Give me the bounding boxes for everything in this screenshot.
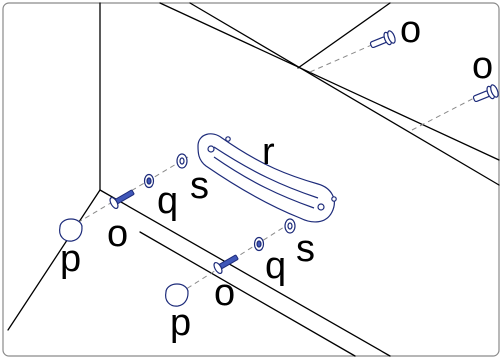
cap-icon — [165, 283, 189, 307]
bottom-panel-front-edge — [7, 189, 101, 331]
label-p-bottom: p — [170, 302, 191, 344]
label-o-left: o — [107, 213, 128, 255]
label-s-bottom: s — [296, 228, 315, 270]
label-o-bottom: o — [214, 272, 235, 314]
bracket-pin-icon — [331, 196, 337, 202]
top-panel-edge-lower — [189, 2, 500, 186]
cap-icon — [59, 218, 83, 242]
bracket-hole-icon — [207, 145, 215, 153]
bottom-panel-edge-lower — [139, 231, 356, 357]
label-q-bottom: q — [265, 245, 286, 287]
lock-washer-icon — [253, 236, 265, 252]
label-r: r — [262, 131, 275, 173]
label-o-right: o — [472, 45, 493, 87]
label-p-left: p — [60, 238, 81, 280]
label-s-left: s — [190, 165, 209, 207]
washer-icon — [284, 218, 296, 234]
shelf-back-edge — [297, 2, 391, 69]
bracket-hole-icon — [317, 203, 325, 211]
guide-line-right — [411, 94, 481, 131]
label-q-left: q — [157, 180, 178, 222]
furniture-edges — [7, 2, 500, 357]
screw-icon — [109, 189, 135, 210]
diagram-frame — [2, 2, 500, 357]
washer-icon — [176, 153, 188, 169]
screw-icon — [213, 254, 239, 275]
guide-line-bottom — [171, 221, 293, 299]
bottom-panel-edge-upper — [99, 189, 391, 357]
top-panel-edge-upper — [159, 2, 500, 161]
lock-washer-icon — [143, 173, 155, 189]
label-o-top: o — [400, 9, 421, 51]
pin-icon — [472, 84, 499, 103]
bracket-pin-icon — [225, 136, 231, 142]
bracket-icon — [197, 133, 337, 223]
pin-icon — [369, 30, 396, 49]
